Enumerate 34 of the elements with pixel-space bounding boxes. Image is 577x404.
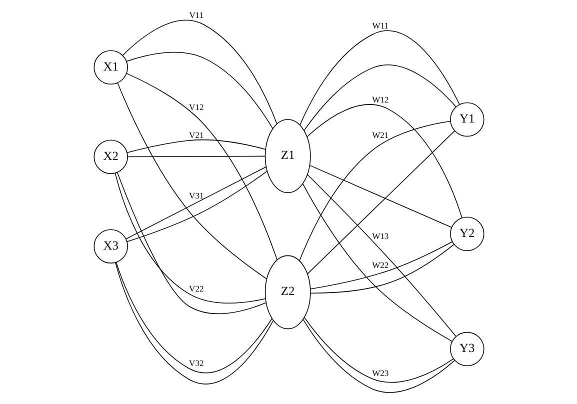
edge-label: V21 <box>188 130 204 140</box>
node-circle: X2 <box>93 140 128 174</box>
node-circle: Y3 <box>450 332 484 366</box>
edge-label: V31 <box>188 190 204 201</box>
connector <box>308 164 452 228</box>
edge-label: W13 <box>372 231 388 242</box>
connector <box>302 319 455 393</box>
connector <box>306 104 462 218</box>
edge-label: W21 <box>372 130 388 140</box>
node-circle: Y1 <box>450 102 484 137</box>
edge-label: V22 <box>188 283 204 294</box>
node-circle: X1 <box>93 50 128 85</box>
connector <box>304 317 454 383</box>
edge-label: V12 <box>188 102 204 112</box>
edge-label: W11 <box>372 20 388 30</box>
node-ellipse: Z1 <box>264 119 310 194</box>
connector <box>303 64 456 131</box>
connector <box>116 82 267 280</box>
edge-label: W12 <box>372 94 388 104</box>
edge-label: V32 <box>188 358 204 368</box>
node-circle: Y2 <box>450 216 484 251</box>
edge-label: V11 <box>188 10 204 20</box>
edge-label: W23 <box>372 368 388 378</box>
node-ellipse: Z2 <box>264 255 310 330</box>
connector <box>299 30 460 126</box>
connector <box>126 73 278 260</box>
connector <box>306 130 455 274</box>
node-circle: X3 <box>93 229 128 264</box>
connector <box>126 156 266 158</box>
edge-label: W22 <box>372 260 388 270</box>
connector <box>126 52 273 130</box>
connector <box>122 20 277 124</box>
connector <box>298 120 450 262</box>
connector <box>126 139 266 153</box>
